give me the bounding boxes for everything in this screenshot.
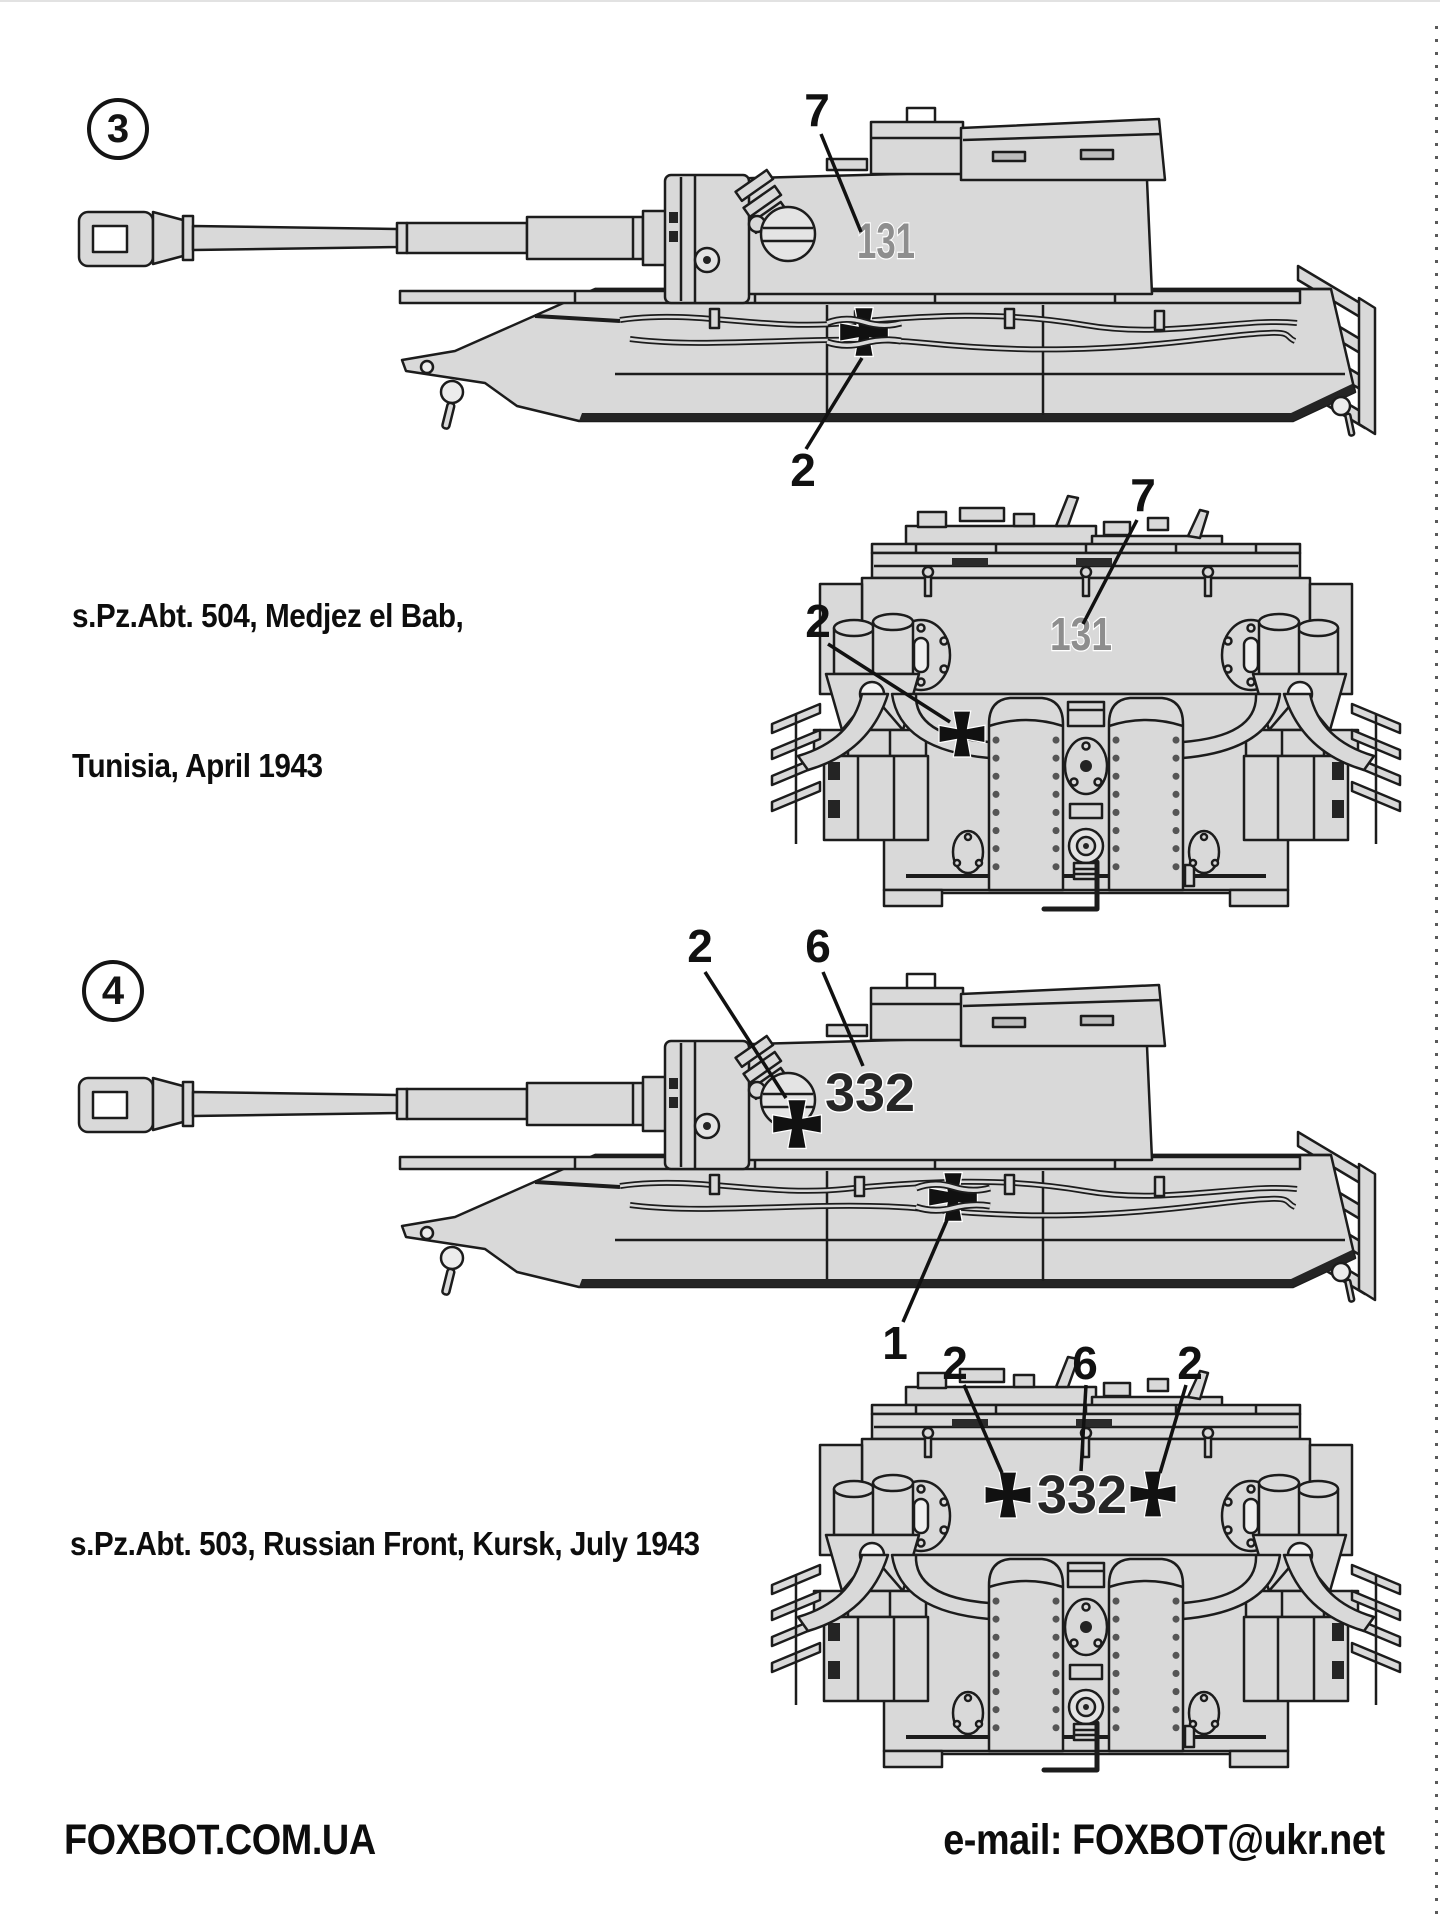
callouts-scheme-4-rear: 2 6 2: [942, 1337, 1203, 1474]
callout-leader-line: [827, 642, 951, 724]
callout-label-hull-cross: 2: [790, 444, 816, 496]
markings-scheme-4-side: 332: [771, 1062, 991, 1223]
scheme-marker-3-label: 3: [106, 106, 130, 151]
callout-label-left-cross: 2: [942, 1337, 968, 1389]
callout-leader-line: [962, 1384, 1004, 1474]
callout-leader-line: [1158, 1384, 1188, 1474]
callout-leader-line: [819, 133, 863, 233]
callout-label-turret-cross: 2: [687, 920, 713, 972]
scheme-marker-4-label: 4: [101, 968, 125, 1013]
markings-scheme-3-side: 131: [825, 212, 916, 358]
perforation-edge: [1435, 26, 1438, 1922]
callouts-scheme-3-rear: 7 2: [805, 469, 1156, 724]
callout-label-cross: 2: [805, 595, 831, 647]
callout-label-hull-cross: 1: [882, 1317, 908, 1369]
balkenkreuz-decal-hull: [914, 1171, 991, 1223]
callout-label-right-cross: 2: [1177, 1337, 1203, 1389]
turret-number-decal: 332: [1037, 1465, 1127, 1525]
caption-scheme-4: s.Pz.Abt. 503, Russian Front, Kursk, Jul…: [70, 1419, 700, 1769]
callout-leader-line: [1081, 519, 1139, 625]
callout-label-turret-number: 7: [1130, 469, 1156, 521]
balkenkreuz-decal-hull: [825, 306, 902, 358]
rear-view-illustration-scheme-4: 332 2 6 2: [756, 1337, 1416, 1803]
side-view-illustration-scheme-4: 332 2 6 1: [55, 920, 1375, 1369]
caption-scheme-3-line2: Tunisia, April 1943: [72, 747, 323, 784]
callout-leader-line: [821, 971, 865, 1067]
turret-number-decal: 332: [825, 1063, 915, 1123]
footer-website: FOXBOT.COM.UA: [64, 1816, 376, 1864]
caption-scheme-3: s.Pz.Abt. 504, Medjez el Bab, Tunisia, A…: [72, 491, 464, 891]
callout-leader-line: [804, 357, 864, 450]
callout-label-turret-number: 7: [804, 84, 830, 136]
callout-label-turret-number: 6: [1072, 1337, 1098, 1389]
caption-scheme-4-line1: s.Pz.Abt. 503, Russian Front, Kursk, Jul…: [70, 1525, 700, 1562]
markings-scheme-4-rear: 332: [984, 1464, 1177, 1527]
callouts-scheme-3-side: 7 2: [790, 84, 864, 496]
rear-view-illustration-scheme-3: 131 7 2: [756, 469, 1416, 942]
callout-leader-line: [901, 1219, 949, 1323]
side-view-illustration-scheme-3: 131 7 2: [55, 84, 1375, 496]
callouts-scheme-4-side: 2 6 1: [687, 920, 949, 1369]
footer-email: e-mail: FOXBOT@ukr.net: [943, 1816, 1386, 1864]
callout-label-turret-number: 6: [805, 920, 831, 972]
caption-scheme-3-line1: s.Pz.Abt. 504, Medjez el Bab,: [72, 597, 464, 634]
scheme-marker-4: 4: [82, 960, 144, 1022]
callout-leader-line: [1079, 1384, 1088, 1472]
scheme-marker-3: 3: [87, 98, 149, 160]
turret-number-decal: 131: [857, 213, 915, 269]
callout-leader-line: [703, 971, 788, 1099]
turret-number-decal: 131: [1050, 608, 1112, 660]
markings-scheme-3-rear: 131: [938, 607, 1113, 758]
